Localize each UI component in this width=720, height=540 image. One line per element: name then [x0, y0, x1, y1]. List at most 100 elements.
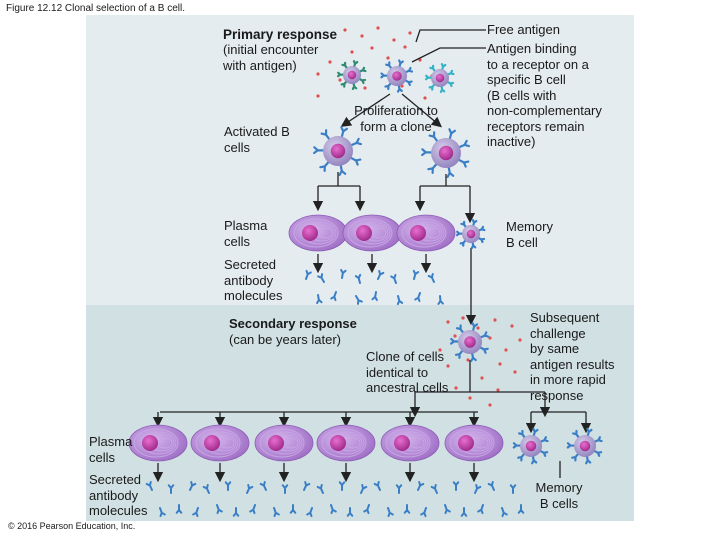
antibody-molecule	[517, 504, 525, 514]
antigen-particle	[408, 31, 412, 35]
antigen-particle	[498, 362, 502, 366]
primary-response-subtitle: (initial encounter with antigen)	[223, 42, 319, 73]
antigen-particle	[316, 94, 320, 98]
activated-b-cell	[421, 128, 471, 178]
primary-response-title: Primary response	[223, 27, 338, 42]
antibody-molecule	[317, 273, 325, 283]
secondary-secreted-antibody-label: Secreted antibody molecules	[89, 472, 148, 518]
antigen-particle	[370, 46, 374, 50]
free-antigen-pointer	[415, 29, 486, 43]
cells-layer	[128, 59, 603, 465]
antigen-particle	[466, 358, 470, 362]
antibody-molecule	[354, 273, 362, 284]
antigen-particle	[513, 370, 517, 374]
antibody-molecule	[330, 291, 337, 302]
antibody-molecule	[175, 504, 183, 514]
antibody-molecule	[340, 268, 347, 279]
antigen-particle	[376, 26, 380, 30]
secondary-response-subtitle: (can be years later)	[229, 332, 341, 347]
antibody-molecule	[189, 481, 197, 491]
antibody-molecule	[414, 292, 421, 303]
antibody-molecule	[395, 484, 403, 494]
antigen-particle	[423, 96, 427, 100]
antibody-molecule	[259, 481, 267, 491]
antibody-molecule	[377, 270, 385, 280]
antibody-molecule	[346, 507, 354, 517]
antibody-molecule	[373, 481, 381, 491]
memory-b-cell-label: Memory B cell	[506, 219, 553, 250]
copyright-notice: © 2016 Pearson Education, Inc.	[8, 521, 136, 531]
antigen-particle	[480, 376, 484, 380]
proliferation-label: Proliferation to form a clone	[354, 103, 438, 134]
antigen-particle	[496, 388, 500, 392]
secreted-antibody-label: Secreted antibody molecules	[224, 257, 283, 303]
antigen-particle	[493, 318, 497, 322]
antibody-molecule	[249, 504, 256, 515]
antibody-molecule	[363, 504, 370, 515]
antibody-molecule	[216, 504, 223, 515]
antibody-molecule	[192, 507, 199, 518]
antibody-molecule	[477, 504, 484, 515]
antibody-molecule	[396, 295, 404, 306]
antigen-particle	[476, 326, 480, 330]
antibody-molecule	[460, 507, 468, 517]
antibody-molecule	[316, 484, 324, 494]
antibody-molecule	[338, 481, 346, 491]
antigen-particle	[510, 324, 514, 328]
antibody-molecule	[281, 484, 289, 494]
antigen-binding-pointer	[411, 47, 486, 63]
secondary-response-title: Secondary response	[229, 316, 357, 331]
plasma-cell	[128, 424, 188, 462]
secondary-plasma-cells-label: Plasma cells	[89, 434, 133, 465]
inactive-b-cell	[336, 60, 367, 91]
antigen-particle	[438, 348, 442, 352]
antigen-particle	[403, 45, 407, 49]
plasma-cell	[288, 214, 348, 252]
clone-label: Clone of cells identical to ancestral ce…	[366, 349, 449, 395]
antigen-particle	[363, 86, 367, 90]
antibody-molecule	[303, 481, 311, 491]
subsequent-challenge-label: Subsequent challenge by same antigen res…	[530, 310, 615, 403]
antibody-molecule	[224, 481, 232, 491]
antibody-molecule	[417, 481, 425, 491]
antibody-molecule	[159, 507, 166, 518]
free-antigen-label: Free antigen	[487, 22, 560, 37]
antibody-molecule	[246, 484, 254, 494]
proliferation-arrow	[401, 93, 442, 128]
antigen-particle	[518, 338, 522, 342]
antibody-molecule	[387, 507, 394, 518]
inactive-b-cell	[424, 63, 455, 94]
antibody-molecule	[487, 481, 495, 491]
antigen-particle	[453, 334, 457, 338]
plasma-cell	[444, 424, 504, 462]
proliferation-arrow	[340, 93, 391, 127]
antibody-molecule	[437, 295, 444, 305]
antigen-particle	[392, 38, 396, 42]
antibody-molecule	[305, 269, 312, 280]
plasma-cells-label: Plasma cells	[224, 218, 268, 249]
antigen-particle	[468, 396, 472, 400]
antigen-particle	[350, 50, 354, 54]
antigen-binding-label: Antigen binding to a receptor on a speci…	[487, 41, 602, 149]
antigen-particle	[328, 60, 332, 64]
memory-b-cells-label: Memory B cells	[535, 480, 583, 511]
plasma-cell	[190, 424, 250, 462]
antibody-molecule	[360, 484, 368, 494]
memory-b-cell	[512, 427, 549, 465]
antigen-particle	[504, 348, 508, 352]
antibody-molecule	[403, 504, 411, 514]
antibody-molecule	[430, 484, 438, 494]
antibody-molecule	[371, 291, 378, 302]
antibody-molecule	[444, 504, 451, 515]
memory-b-cell	[566, 427, 603, 465]
antibody-molecule	[306, 507, 313, 518]
memory-b-cell	[455, 219, 486, 250]
antibody-molecule	[412, 269, 420, 280]
activated-b-cells-label: Activated B cells	[224, 124, 290, 155]
antibody-molecule	[427, 273, 435, 283]
connector-lines	[152, 29, 592, 483]
antigen-particle	[446, 320, 450, 324]
plasma-cell	[396, 214, 456, 252]
plasma-cell	[316, 424, 376, 462]
